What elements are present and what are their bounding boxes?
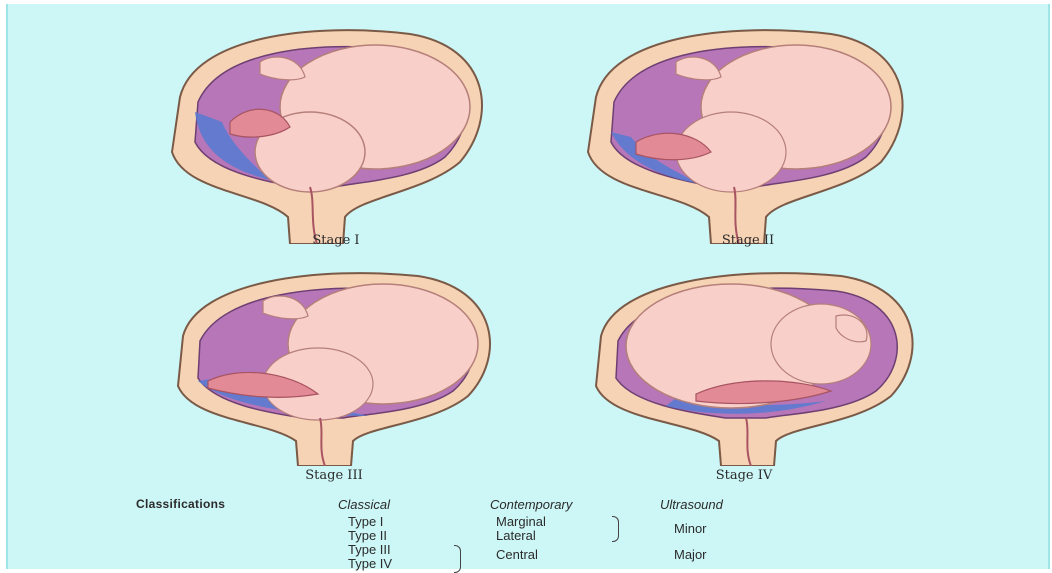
contemporary-brace <box>612 516 619 542</box>
classifications-heading: Classifications <box>136 497 225 511</box>
contemporary-type-lateral: Lateral <box>496 528 536 543</box>
stage-4-illustration <box>586 266 926 466</box>
classical-brace <box>454 545 461 573</box>
ultrasound-column-heading: Ultrasound <box>660 497 723 512</box>
stage-4-label: Stage IV <box>704 468 784 483</box>
diagram-canvas: Stage I Stage II Stage III Stage IV Clas… <box>6 4 1050 569</box>
classical-type-1: Type I <box>348 514 383 529</box>
stage-2-label: Stage II <box>708 233 788 248</box>
stage-1-label: Stage I <box>296 233 376 248</box>
contemporary-type-central: Central <box>496 547 538 562</box>
contemporary-type-marginal: Marginal <box>496 514 546 529</box>
classical-type-2: Type II <box>348 528 387 543</box>
stage-3-illustration <box>168 266 498 466</box>
ultrasound-type-minor: Minor <box>674 521 707 536</box>
stage-2-illustration <box>576 22 916 244</box>
classical-type-4: Type IV <box>348 556 392 571</box>
ultrasound-type-major: Major <box>674 547 707 562</box>
stage-3-label: Stage III <box>294 468 374 483</box>
classical-column-heading: Classical <box>338 497 390 512</box>
contemporary-column-heading: Contemporary <box>490 497 572 512</box>
classical-type-3: Type III <box>348 542 391 557</box>
stage-1-illustration <box>160 22 490 244</box>
